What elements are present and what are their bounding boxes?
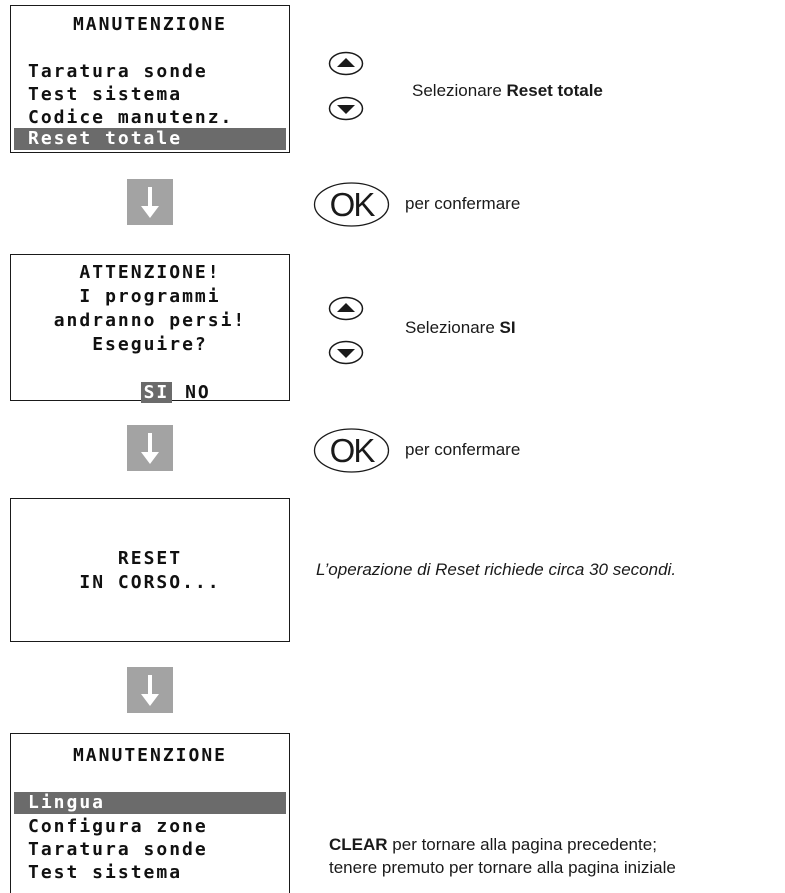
progress-line: IN CORSO... — [79, 572, 221, 593]
screen-title: MANUTENZIONE — [72, 745, 228, 766]
ok-key[interactable]: OK — [312, 427, 391, 474]
ok-key-label: OK — [329, 186, 376, 223]
ok-confirm-text: per confermare — [405, 194, 521, 213]
option-no[interactable]: NO — [185, 382, 211, 403]
option-yes-selected[interactable]: SI — [140, 382, 173, 403]
down-arrow-icon — [127, 425, 173, 471]
reset-duration-note: L’operazione di Reset richiede circa 30 … — [316, 560, 677, 579]
clear-key-label: CLEAR — [329, 835, 388, 854]
warning-line: andranno persi! — [53, 310, 247, 331]
instruction-select-si: Selezionare SI — [405, 318, 516, 338]
arrow-down-key-icon[interactable] — [328, 96, 364, 121]
ok-key-icon — [313, 428, 390, 473]
menu-item[interactable]: Configura zone — [28, 816, 208, 837]
arrow-up-key-icon[interactable] — [328, 51, 364, 76]
menu-item[interactable]: Codice manutenz. — [28, 107, 234, 128]
instruction-prefix: Selezionare — [405, 318, 500, 337]
warning-line: I programmi — [79, 286, 221, 307]
screen-title: MANUTENZIONE — [72, 14, 228, 35]
clear-instruction-text: per tornare alla pagina precedente; — [387, 835, 657, 854]
ok-key-label: OK — [329, 432, 376, 469]
ok-key-icon — [313, 182, 390, 227]
lcd-screen-maintenance-menu-after-reset: MANUTENZIONE Lingua Configura zone Tarat… — [10, 733, 290, 893]
ok-confirm-text: per confermare — [405, 440, 521, 459]
clear-instruction: CLEAR per tornare alla pagina precedente… — [329, 835, 657, 855]
menu-item[interactable]: Test sistema — [28, 84, 183, 105]
arrow-down-key-icon[interactable] — [328, 340, 364, 365]
menu-item-selected[interactable]: Lingua — [14, 792, 286, 814]
lcd-screen-warning: ATTENZIONE! I programmi andranno persi! … — [10, 254, 290, 403]
confirm-options: SI NO — [11, 357, 289, 429]
instruction-bold: Reset totale — [506, 81, 603, 100]
instruction-prefix: Selezionare — [412, 81, 507, 100]
arrow-up-key-icon[interactable] — [328, 296, 364, 321]
menu-item[interactable]: Taratura sonde — [28, 839, 208, 860]
warning-line: Eseguire? — [92, 334, 208, 355]
warning-line: ATTENZIONE! — [79, 262, 221, 283]
lcd-screen-reset-progress: RESET IN CORSO... — [10, 498, 290, 642]
progress-line: RESET — [117, 548, 183, 569]
lcd-screen-maintenance-menu: MANUTENZIONE Taratura sonde Test sistema… — [10, 5, 290, 153]
menu-item[interactable]: Taratura sonde — [28, 61, 208, 82]
instruction-select-reset: Selezionare Reset totale — [412, 81, 603, 101]
menu-item-selected[interactable]: Reset totale — [14, 128, 286, 150]
ok-key[interactable]: OK — [312, 181, 391, 228]
down-arrow-icon — [127, 179, 173, 225]
menu-item[interactable]: Test sistema — [28, 862, 183, 883]
instruction-bold: SI — [499, 318, 516, 337]
hold-instruction: tenere premuto per tornare alla pagina i… — [329, 858, 676, 877]
down-arrow-icon — [127, 667, 173, 713]
